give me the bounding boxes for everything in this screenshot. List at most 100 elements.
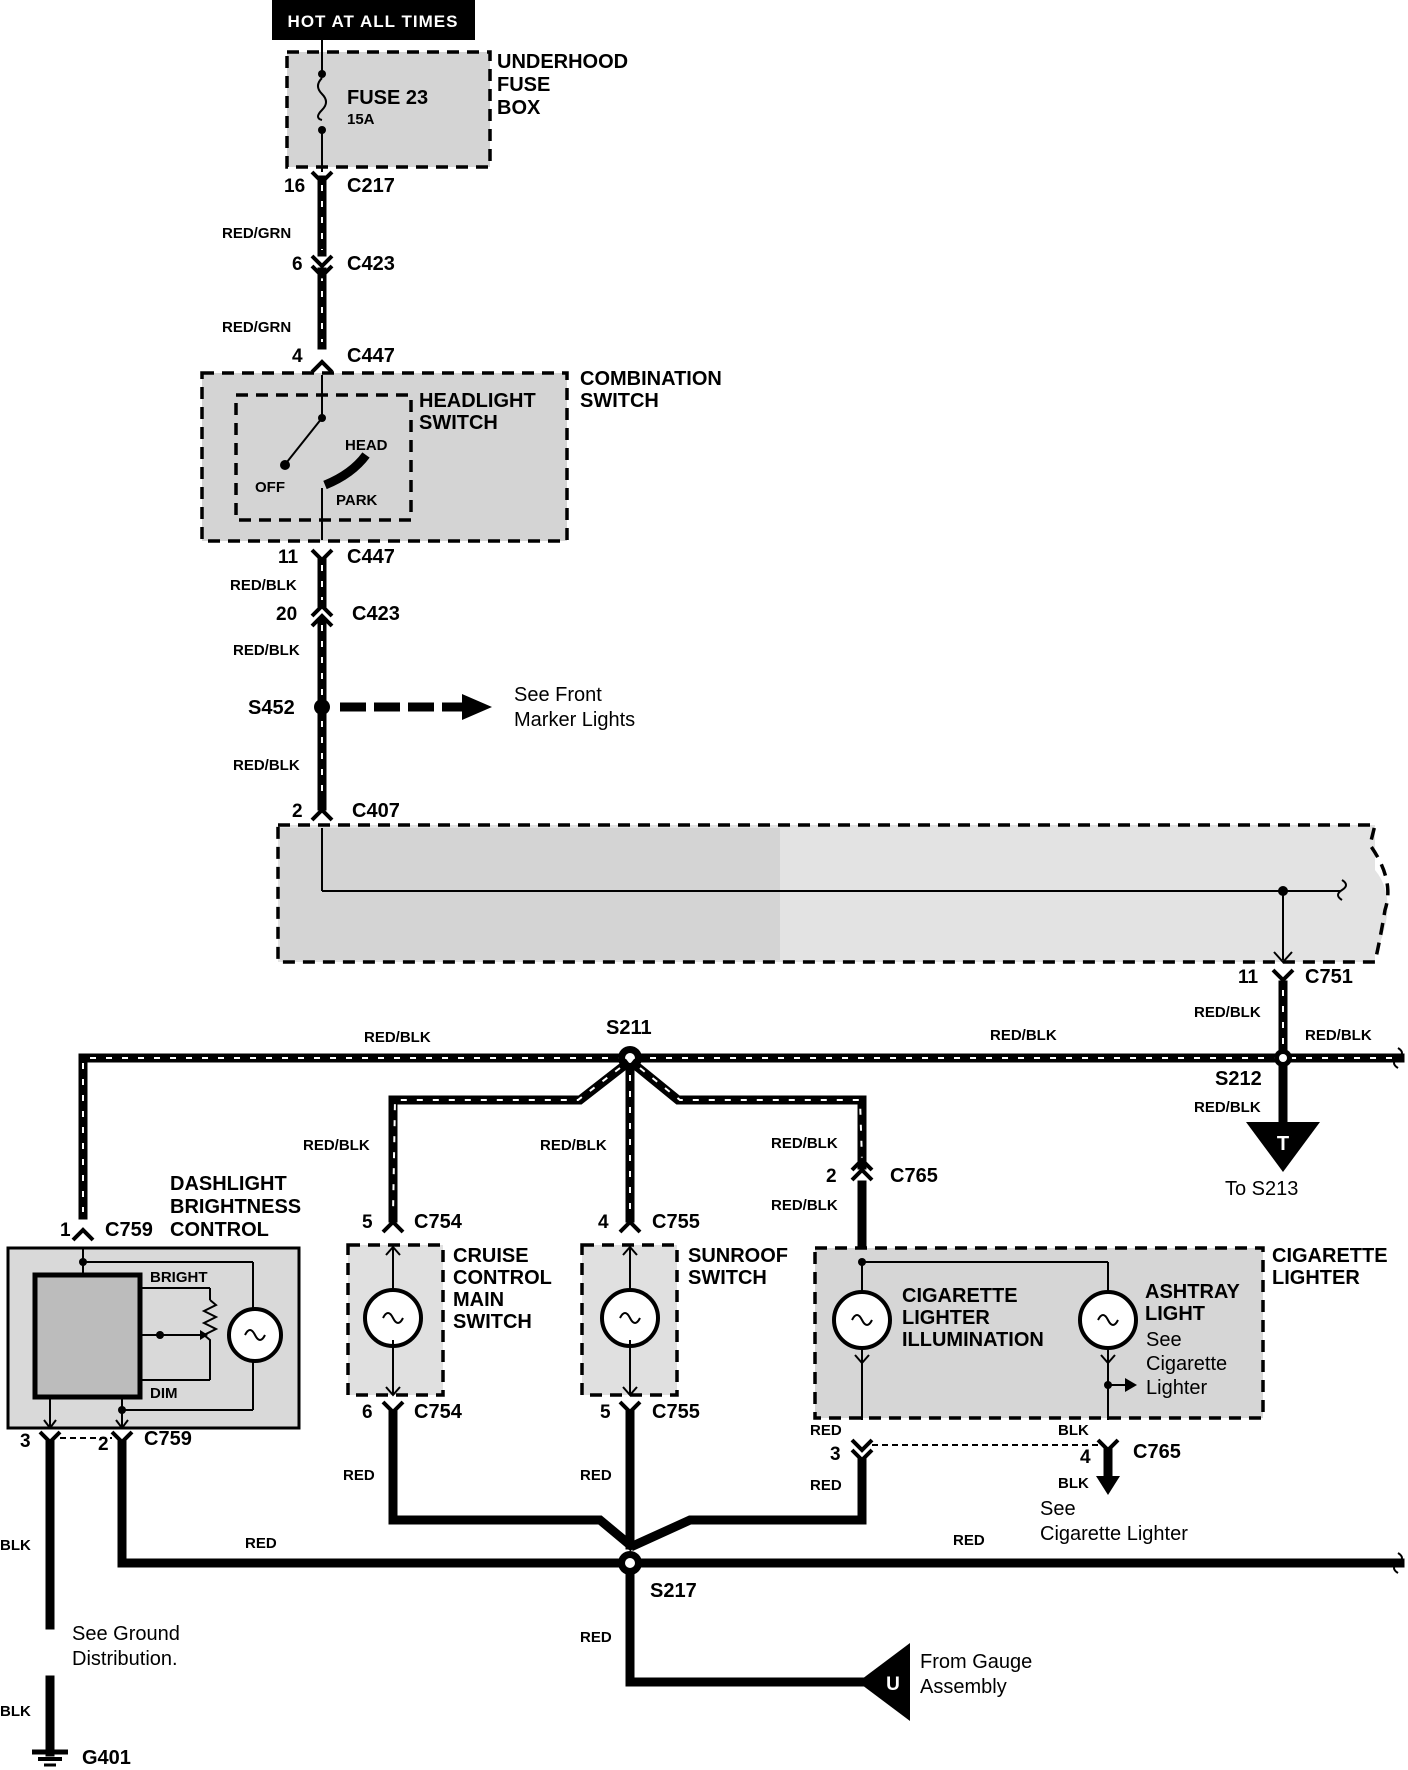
c423-bottom-pin: 20: [276, 604, 297, 625]
c765-top-connector: [850, 1157, 874, 1182]
c217-pin: 16: [284, 176, 305, 197]
c765-bottom-pin4: 4: [1080, 1447, 1091, 1468]
head-label: HEAD: [345, 437, 388, 454]
wire-label: RED: [810, 1422, 842, 1439]
c447-bottom-name: C447: [347, 546, 395, 568]
s211-name: S211: [606, 1017, 652, 1039]
wire-label: RED: [953, 1532, 985, 1549]
ashtray-see-1: See: [1146, 1329, 1182, 1351]
park-label: PARK: [336, 492, 378, 509]
cruise-title-2: CONTROL: [453, 1267, 552, 1289]
wire-label: RED: [810, 1477, 842, 1494]
s452-name: S452: [248, 697, 295, 719]
combination-switch-title-1: COMBINATION: [580, 368, 722, 390]
see-cig-1: See: [1040, 1498, 1076, 1520]
gauge-letter: U: [886, 1674, 900, 1695]
wire-label: RED/GRN: [222, 225, 291, 242]
c754-top-name: C754: [414, 1211, 463, 1233]
wire-label: RED/BLK: [771, 1135, 838, 1152]
c407-name: C407: [352, 800, 400, 822]
cruise-control-switch: [346, 1243, 445, 1397]
c423-top-connector: [310, 254, 334, 279]
ground-symbol-icon: [32, 1749, 68, 1767]
wire-label: BLK: [1058, 1422, 1089, 1439]
c759-top-connector: [71, 1227, 95, 1242]
dim-label: DIM: [150, 1385, 178, 1402]
c765-top-pin: 2: [826, 1166, 837, 1187]
c423-top-pin: 6: [292, 254, 303, 275]
c759-bottom-name: C759: [144, 1428, 192, 1450]
c755-bottom-name: C755: [652, 1401, 700, 1423]
fuse-box-title-1: UNDERHOOD: [497, 51, 628, 73]
fuse-rating: 15A: [347, 111, 375, 128]
wire-label: RED/BLK: [303, 1137, 370, 1154]
c751-connector: [1271, 968, 1295, 983]
c759-bottom-pin2: 2: [98, 1434, 109, 1455]
wire-label: RED/BLK: [1194, 1099, 1261, 1116]
c765-bottom-pin3: 3: [830, 1444, 841, 1465]
fuse-box-title-2: FUSE: [497, 74, 550, 96]
headlight-switch-title-2: SWITCH: [419, 412, 498, 434]
ashtray-ground-arrow: [1096, 1476, 1120, 1495]
dashlight-title-2: BRIGHTNESS: [170, 1196, 301, 1218]
sunroof-title-1: SUNROOF: [688, 1245, 788, 1267]
c755-top-connector: [618, 1219, 642, 1234]
gauge-line2: Assembly: [920, 1676, 1007, 1698]
combination-switch-title-2: SWITCH: [580, 390, 659, 412]
s211-branches: [388, 1058, 867, 1251]
ashtray-title-1: ASHTRAY: [1145, 1281, 1240, 1303]
c754-top-connector: [381, 1219, 405, 1234]
c755-top-pin: 4: [598, 1212, 609, 1233]
s452-see-2: Marker Lights: [514, 709, 635, 731]
wire-label: RED/BLK: [364, 1029, 431, 1046]
cig-lighter-title-2: LIGHTER: [1272, 1267, 1360, 1289]
wire-label: RED/BLK: [1194, 1004, 1261, 1021]
wire-label: RED/BLK: [230, 577, 297, 594]
s217-name: S217: [650, 1580, 697, 1602]
wire-label: BLK: [0, 1703, 31, 1720]
wire-label: BLK: [1058, 1475, 1089, 1492]
wire-label: RED/GRN: [222, 319, 291, 336]
c751-name: C751: [1305, 966, 1353, 988]
c423-bottom-name: C423: [352, 603, 400, 625]
fuse-box: FUSE 23 15A UNDERHOOD FUSE BOX: [285, 40, 628, 172]
s212-letter: T: [1277, 1133, 1289, 1155]
c765-bottom-connector: [850, 1438, 874, 1463]
c751-pin: 11: [1238, 967, 1259, 988]
ground-see-2: Distribution.: [72, 1648, 178, 1670]
s452-arrow: [462, 694, 492, 720]
ashtray-see-3: Lighter: [1146, 1377, 1207, 1399]
power-banner: [272, 0, 475, 40]
c759-top-name: C759: [105, 1219, 153, 1241]
cruise-title-1: CRUISE: [453, 1245, 529, 1267]
wire-label: RED: [580, 1629, 612, 1646]
headlight-switch-title-1: HEADLIGHT: [419, 390, 536, 412]
c765-top-name: C765: [890, 1165, 938, 1187]
dashlight-title-1: DASHLIGHT: [170, 1173, 287, 1195]
cruise-title-4: SWITCH: [453, 1311, 532, 1333]
combination-switch: HEAD OFF PARK HEADLIGHT SWITCH COMBINATI…: [200, 368, 722, 543]
wire-label: RED: [580, 1467, 612, 1484]
red-blk-bus: [78, 980, 1405, 1220]
cig-illum-1: CIGARETTE: [902, 1285, 1018, 1307]
fuse-label: FUSE 23: [347, 87, 428, 109]
dashlight-control: BRIGHT DIM: [6, 1246, 301, 1430]
s212-name: S212: [1215, 1068, 1262, 1090]
s212-to: To S213: [1225, 1178, 1298, 1200]
ground-see-1: See Ground: [72, 1623, 180, 1645]
sunroof-title-2: SWITCH: [688, 1267, 767, 1289]
wire-label: RED/BLK: [771, 1197, 838, 1214]
off-label: OFF: [255, 479, 285, 496]
c754-bottom-name: C754: [414, 1401, 463, 1423]
c447-top-connector: [310, 359, 334, 374]
c447-top-pin: 4: [292, 346, 303, 367]
c759-top-pin: 1: [60, 1220, 71, 1241]
cig-lighter-title-1: CIGARETTE: [1272, 1245, 1388, 1267]
c423-top-name: C423: [347, 253, 395, 275]
wire-label: BLK: [0, 1537, 31, 1554]
ashtray-title-2: LIGHT: [1145, 1303, 1205, 1325]
c755-top-name: C755: [652, 1211, 700, 1233]
gauge-arrow: [858, 1643, 910, 1721]
s452-splice: [314, 699, 330, 715]
